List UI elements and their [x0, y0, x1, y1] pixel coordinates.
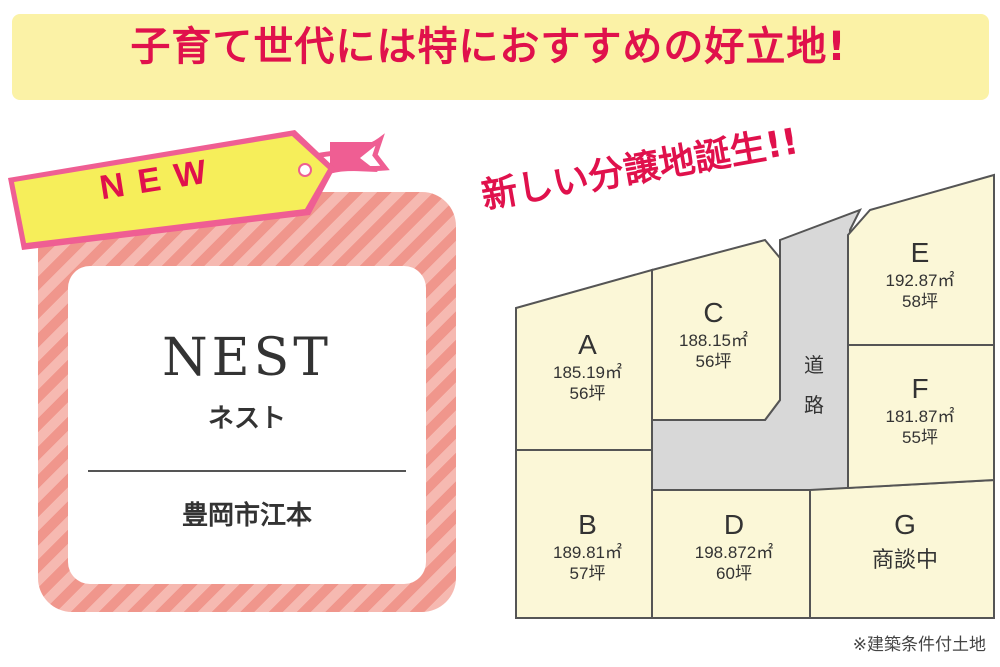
lot-letter: E	[910, 237, 930, 268]
property-name-kana: ネスト	[207, 404, 286, 434]
lot-letter: G	[894, 509, 916, 540]
lot-label-d: D 198.872㎡ 60坪	[664, 508, 804, 584]
new-tag-icon	[8, 130, 390, 250]
road-label: 道路	[804, 353, 824, 417]
headline-banner	[12, 14, 989, 100]
lot-area: 181.87㎡	[885, 407, 955, 426]
lot-area: 192.87㎡	[885, 271, 955, 290]
lot-tsubo: 55坪	[902, 428, 938, 447]
lot-label-g: G 商談中	[840, 508, 970, 576]
lot-area: 188.15㎡	[679, 331, 748, 350]
lot-area: 185.19㎡	[553, 363, 622, 382]
lot-area: 198.872㎡	[694, 543, 774, 562]
card-divider	[88, 470, 406, 472]
lot-label-b: B 189.81㎡ 57坪	[530, 508, 645, 584]
headline: 子育て世代には特におすすめの好立地!	[130, 24, 847, 70]
lot-label-a: A 185.19㎡ 56坪	[530, 328, 645, 404]
property-card-inner	[68, 266, 426, 584]
lot-letter: D	[723, 509, 745, 540]
lot-letter: C	[703, 297, 724, 328]
property-name-en: NEST	[162, 328, 332, 388]
property-location: 豊岡市江本	[181, 501, 312, 531]
lot-label-e: E 192.87㎡ 58坪	[860, 236, 980, 312]
lot-c	[651, 238, 781, 421]
lot-letter: A	[578, 329, 597, 360]
lot-label-f: F 181.87㎡ 55坪	[860, 372, 980, 448]
lot-tsubo: 56坪	[569, 384, 606, 403]
lot-label-c: C 188.15㎡ 56坪	[656, 296, 771, 372]
lot-status: 商談中	[871, 548, 938, 573]
plot-plan	[515, 173, 995, 619]
footnote: ※建築条件付土地	[852, 635, 986, 655]
lot-letter: B	[578, 509, 597, 540]
lot-f	[847, 344, 995, 490]
lot-area: 189.81㎡	[553, 543, 622, 562]
lot-tsubo: 56坪	[695, 352, 732, 371]
lot-tsubo: 57坪	[569, 564, 606, 583]
lot-letter: F	[911, 373, 929, 404]
lot-tsubo: 58坪	[902, 292, 938, 311]
lot-tsubo: 60坪	[716, 564, 752, 583]
